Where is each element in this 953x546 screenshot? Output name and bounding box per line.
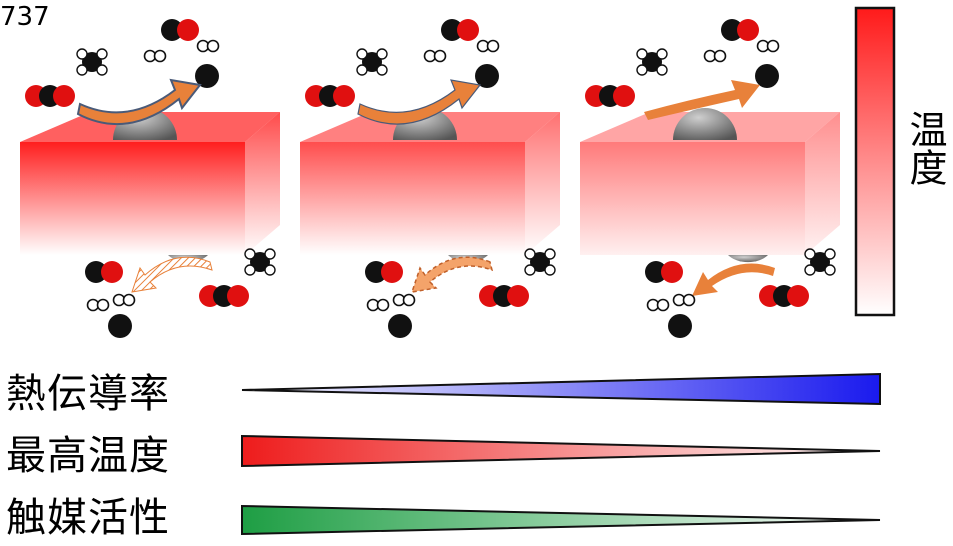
panel-1	[20, 19, 280, 338]
thermal-conductivity-label: 熱伝導率	[6, 371, 170, 417]
catalytic-activity-wedge	[241, 504, 881, 536]
temperature-label: 温度	[903, 110, 947, 186]
outgoing-arrow-3	[644, 80, 760, 120]
panel-3	[580, 19, 840, 338]
figure-id: 737	[0, 2, 50, 32]
outgoing-arrow-1	[76, 78, 202, 126]
heat-arrow-hatched-1	[131, 256, 213, 293]
max-temperature-wedge	[241, 434, 881, 468]
temperature-scale-bar	[854, 6, 896, 317]
heat-arrow-solid-3	[692, 263, 775, 296]
thermal-conductivity-wedge	[241, 372, 881, 406]
max-temperature-label: 最高温度	[6, 433, 170, 479]
panel-2	[300, 19, 560, 338]
outgoing-arrow-2	[357, 79, 482, 125]
catalytic-activity-label: 触媒活性	[6, 495, 170, 541]
heat-arrow-dashed-2	[410, 256, 494, 293]
